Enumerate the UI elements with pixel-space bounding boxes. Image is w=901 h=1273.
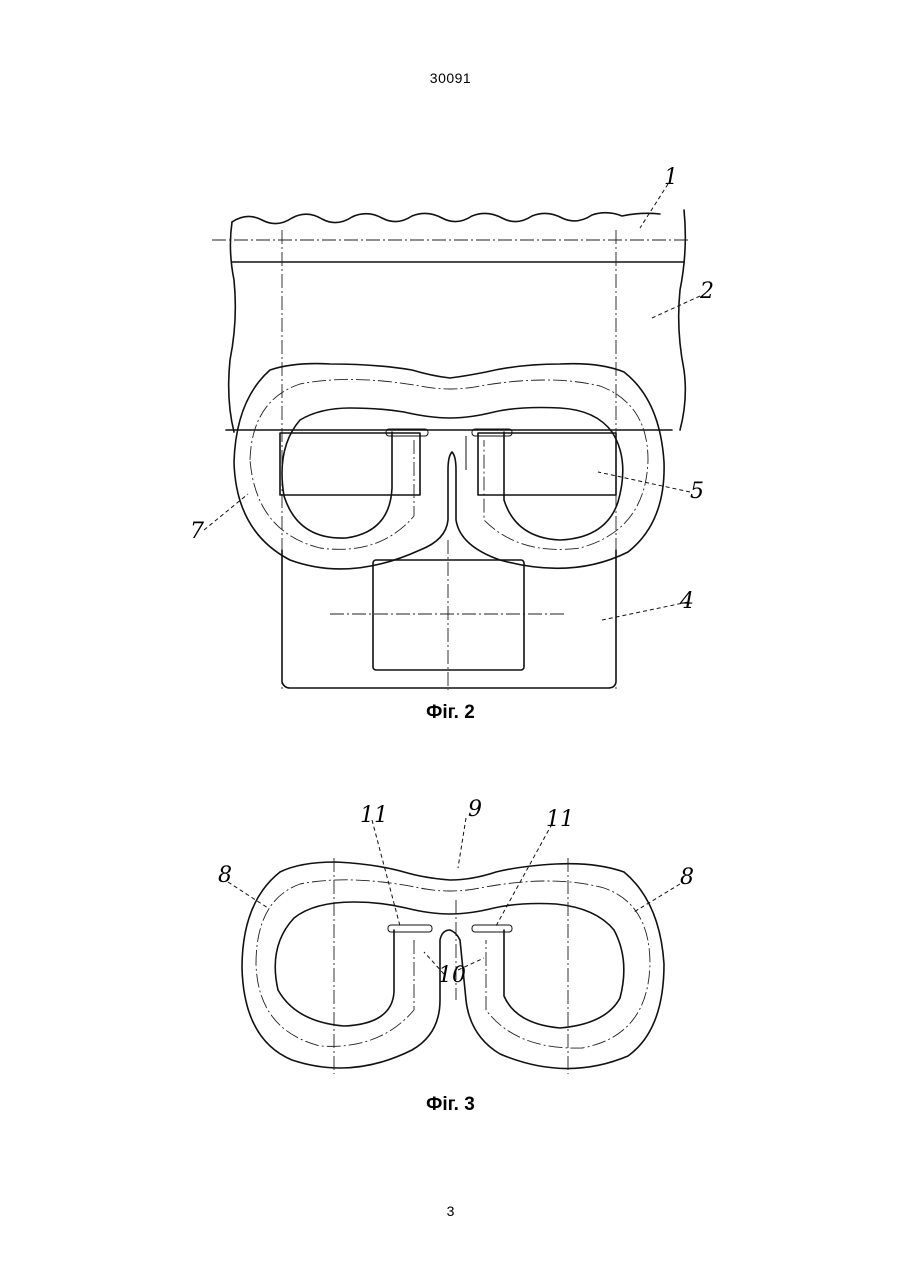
figure-3-caption: Фіг. 3: [0, 1094, 901, 1116]
clip-outer: [242, 862, 664, 1069]
page-number: 3: [0, 1203, 901, 1219]
